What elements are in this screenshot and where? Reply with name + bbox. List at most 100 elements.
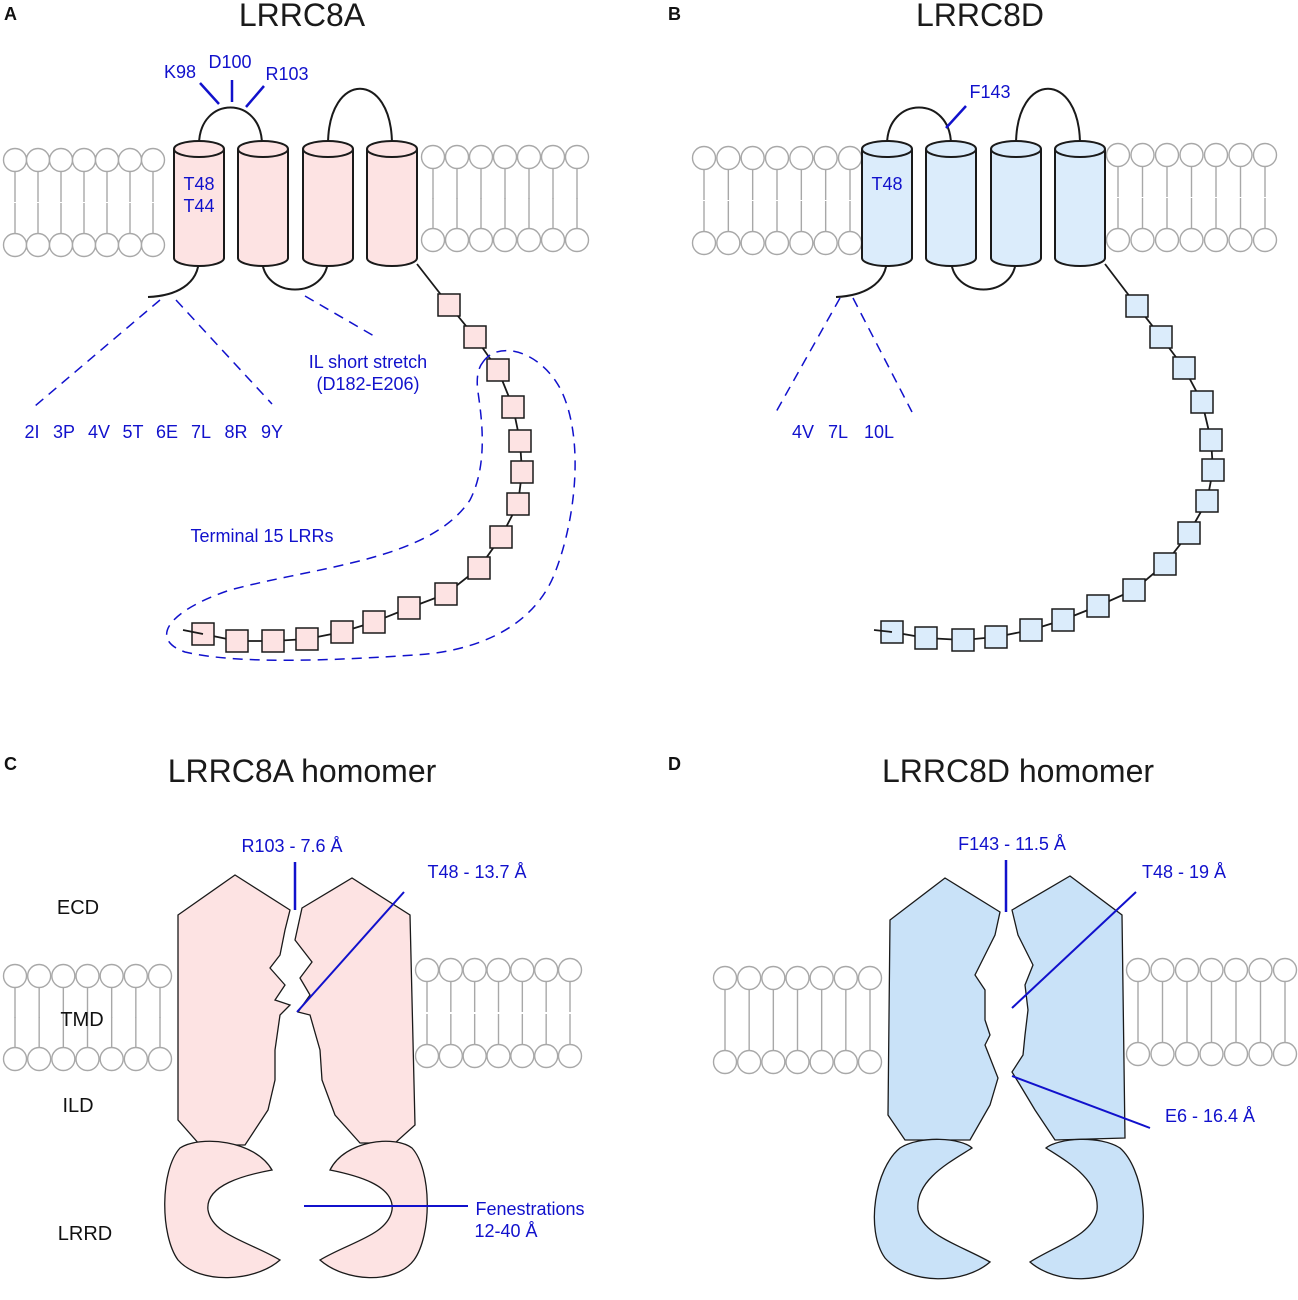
lrrc8d-subunit-left [887,877,1001,1141]
lipid-head [414,957,440,983]
lrrc8a-subunit-left [177,874,292,1146]
lipid-head [540,227,566,253]
lipid-head [75,1046,100,1072]
lipid-head [1179,142,1204,168]
tm-helix-3 [302,140,354,267]
lrr-repeat [362,610,386,634]
lipid-head [785,965,810,991]
n-term-residue: 8R [224,422,247,442]
n-term-residue: 4V [88,422,110,442]
lrr-repeat [1177,521,1201,545]
membrane-a-left [2,147,166,258]
membrane-layers [2,142,1298,1075]
lipid-head [1228,227,1253,253]
lipid-head [444,144,470,170]
lrr-repeat [330,620,354,644]
il-label-line2: (D182-E206) [316,374,419,394]
lipid-head [51,963,76,989]
lipid-head [1105,142,1131,168]
lipid-head [1174,1041,1200,1067]
lrr-repeat [1149,325,1173,349]
lipid-head [761,965,786,991]
lipid-head [712,965,738,991]
lipid-head [813,230,838,256]
membrane-c-right [414,957,583,1069]
lrr-repeat [1195,489,1219,513]
lrr-repeat [295,627,319,651]
lipid-head [1150,957,1175,983]
intracellular-loop [261,257,329,291]
lipid-head [564,144,590,170]
lipid-head [833,1049,859,1075]
lipid-head [837,230,863,256]
lipid-head [468,144,494,170]
lipid-head [1105,227,1131,253]
lipid-head [1272,1041,1298,1067]
lipid-head [691,230,717,256]
panel-a-title: LRRC8A [239,0,366,33]
lipid-head [540,144,566,170]
lipid-head [557,957,583,983]
panel-c-title: LRRC8A homomer [168,753,437,789]
lipid-head [1248,957,1273,983]
membrane-c-left [2,963,173,1072]
lrr-repeat [486,358,510,382]
lipid-head [147,963,173,989]
lrr-repeat [225,629,249,653]
lipid-head [1223,957,1249,983]
lipid-head [25,147,51,173]
lipid-head [414,1043,440,1069]
f143-pointer [945,105,967,129]
membrane-b-right [1105,142,1278,253]
lrr-repeat [261,629,285,653]
lrr-repeat [508,429,532,453]
domain-lrrd: LRRD [58,1223,112,1245]
extracellular-loop-2 [327,88,393,146]
residue-t44: T44 [183,196,214,216]
n-term-residue: 2I [24,422,39,442]
residue-f143: F143 [969,82,1010,102]
constriction-r103: R103 - 7.6 Å [241,836,342,856]
lipid-head [1199,957,1224,983]
lipid-head [516,144,542,170]
intracellular-loop [950,257,1017,291]
lipid-head [564,227,590,253]
n-term-residue: 7L [191,422,211,442]
lipid-head [94,147,120,173]
lipid-head [1252,142,1278,168]
lipid-head [48,147,74,173]
lipid-head [1154,142,1180,168]
membrane-a-right [420,144,590,253]
lipid-head [740,230,765,256]
lipid-head [833,965,859,991]
lrr-repeat [434,582,458,606]
lrr-tail [182,629,204,635]
constriction-t48: T48 - 19 Å [1142,862,1226,882]
lrr-repeat [1125,294,1149,318]
lipid-head [1252,227,1278,253]
lrr-repeat [510,460,534,484]
n-term-residue: 7L [828,422,848,442]
lipid-head [1125,957,1151,983]
lipid-head [26,963,52,989]
lipid-head [123,963,149,989]
panel-d: D LRRC8D homomer F143 - 11.5 Å T48 - 19 … [668,753,1255,1280]
lipid-head [486,957,511,983]
lipid-head [809,1049,834,1075]
membrane-b-left [691,145,863,256]
lrr-repeat [1122,578,1146,602]
lipid-head [691,145,717,171]
n-term-residue: 3P [53,422,75,442]
fenestration-label-line2: 12-40 Å [474,1221,537,1241]
lrr-repeat [1019,618,1043,642]
lipid-head [857,1049,883,1075]
k98-pointer [199,82,220,105]
panel-a-letter: A [4,4,17,24]
lipid-head [789,145,814,171]
lipid-head [444,227,470,253]
lipid-head [2,232,28,258]
lrrc8d-subunit-right [1011,875,1126,1141]
